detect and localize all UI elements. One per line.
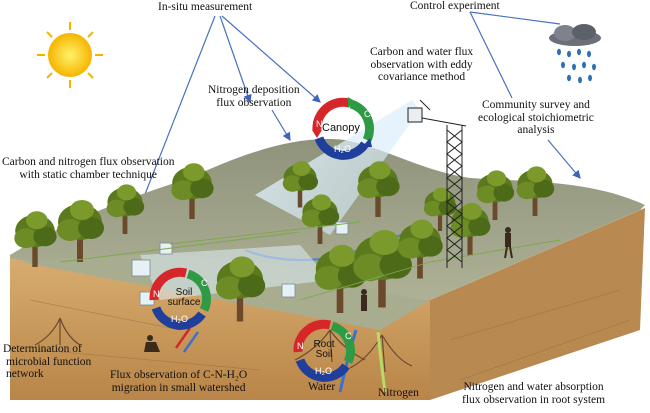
- nitrogen-label: Nitrogen: [378, 387, 419, 399]
- canopy-cycle-icon: [312, 97, 374, 160]
- community-line-2: ecological stoichiometric: [478, 111, 594, 124]
- root-absorption-line-1: Nitrogen and water absorption: [463, 381, 604, 393]
- canopy-cycle-c: C: [364, 109, 371, 119]
- soil-cycle-name-text: Soil surface: [167, 287, 201, 308]
- eddy-label-line-2: observation with eddy: [370, 58, 473, 71]
- eddy-label-line-1: Carbon and water flux: [370, 46, 474, 58]
- microbial-line-1: Determination of: [3, 343, 82, 355]
- soil-cycle-icon: [149, 267, 211, 330]
- water-label: Water: [308, 381, 336, 393]
- static-chamber-line-2: with static chamber technique: [19, 168, 158, 181]
- pointer-lines: [136, 11, 581, 214]
- root-cycle-icon: [293, 319, 355, 382]
- in-situ-heading: In-situ measurement: [158, 1, 253, 13]
- nitrogen-deposition-line-1: Nitrogen deposition: [208, 84, 300, 96]
- community-line-1: Community survey and: [481, 99, 590, 111]
- root-cycle-h2o: H₂O: [315, 366, 332, 376]
- rain-cloud-icon: [549, 24, 601, 84]
- root-absorption-line-2: flux observation in root system: [462, 393, 606, 406]
- flux-cnh-line-2: migration in small watershed: [111, 381, 246, 394]
- eddy-label: Carbon and water flux observation with e…: [370, 46, 473, 84]
- static-chamber-line-1: Carbon and nitrogen flux observation: [2, 156, 175, 168]
- microbial-line-3: network: [6, 368, 44, 380]
- control-heading: Control experiment: [410, 0, 500, 12]
- root-cycle-name: Root Soil: [309, 340, 339, 360]
- microbial-label: Determination of microbial function netw…: [3, 343, 91, 381]
- community-line-3: analysis: [517, 124, 555, 136]
- root-absorption-label: Nitrogen and water absorption flux obser…: [462, 381, 605, 406]
- sun-icon: [37, 22, 103, 88]
- community-label: Community survey and ecological stoichio…: [478, 99, 594, 137]
- soil-cycle-h2o: H₂O: [171, 314, 188, 324]
- microbial-line-2: microbial function: [6, 355, 92, 368]
- person-icon: [144, 227, 513, 352]
- static-chamber-label: Carbon and nitrogen flux observation wit…: [2, 156, 174, 181]
- eddy-tower-icon: [407, 99, 467, 268]
- flux-cnh-label: Flux observation of C-N-H₂O migration in…: [110, 369, 247, 394]
- root-cycle-name-text: Root Soil: [313, 339, 335, 360]
- soil-cycle-c: C: [201, 278, 208, 288]
- canopy-cycle-name: Canopy: [322, 122, 360, 134]
- canopy-cycle-n: N: [316, 119, 323, 129]
- nitrogen-deposition-label: Nitrogen deposition flux observation: [208, 84, 300, 109]
- root-cycle-c: C: [345, 331, 352, 341]
- eddy-label-line-3: covariance method: [377, 71, 466, 83]
- soil-cycle-name: Soil surface: [165, 288, 203, 308]
- canopy-cycle-h2o: H₂O: [334, 144, 351, 154]
- flux-cnh-line-1: Flux observation of C-N-H₂O: [110, 369, 248, 381]
- soil-cycle-n: N: [153, 289, 160, 299]
- root-cycle-n: N: [297, 341, 304, 351]
- nitrogen-deposition-line-2: flux observation: [216, 96, 292, 109]
